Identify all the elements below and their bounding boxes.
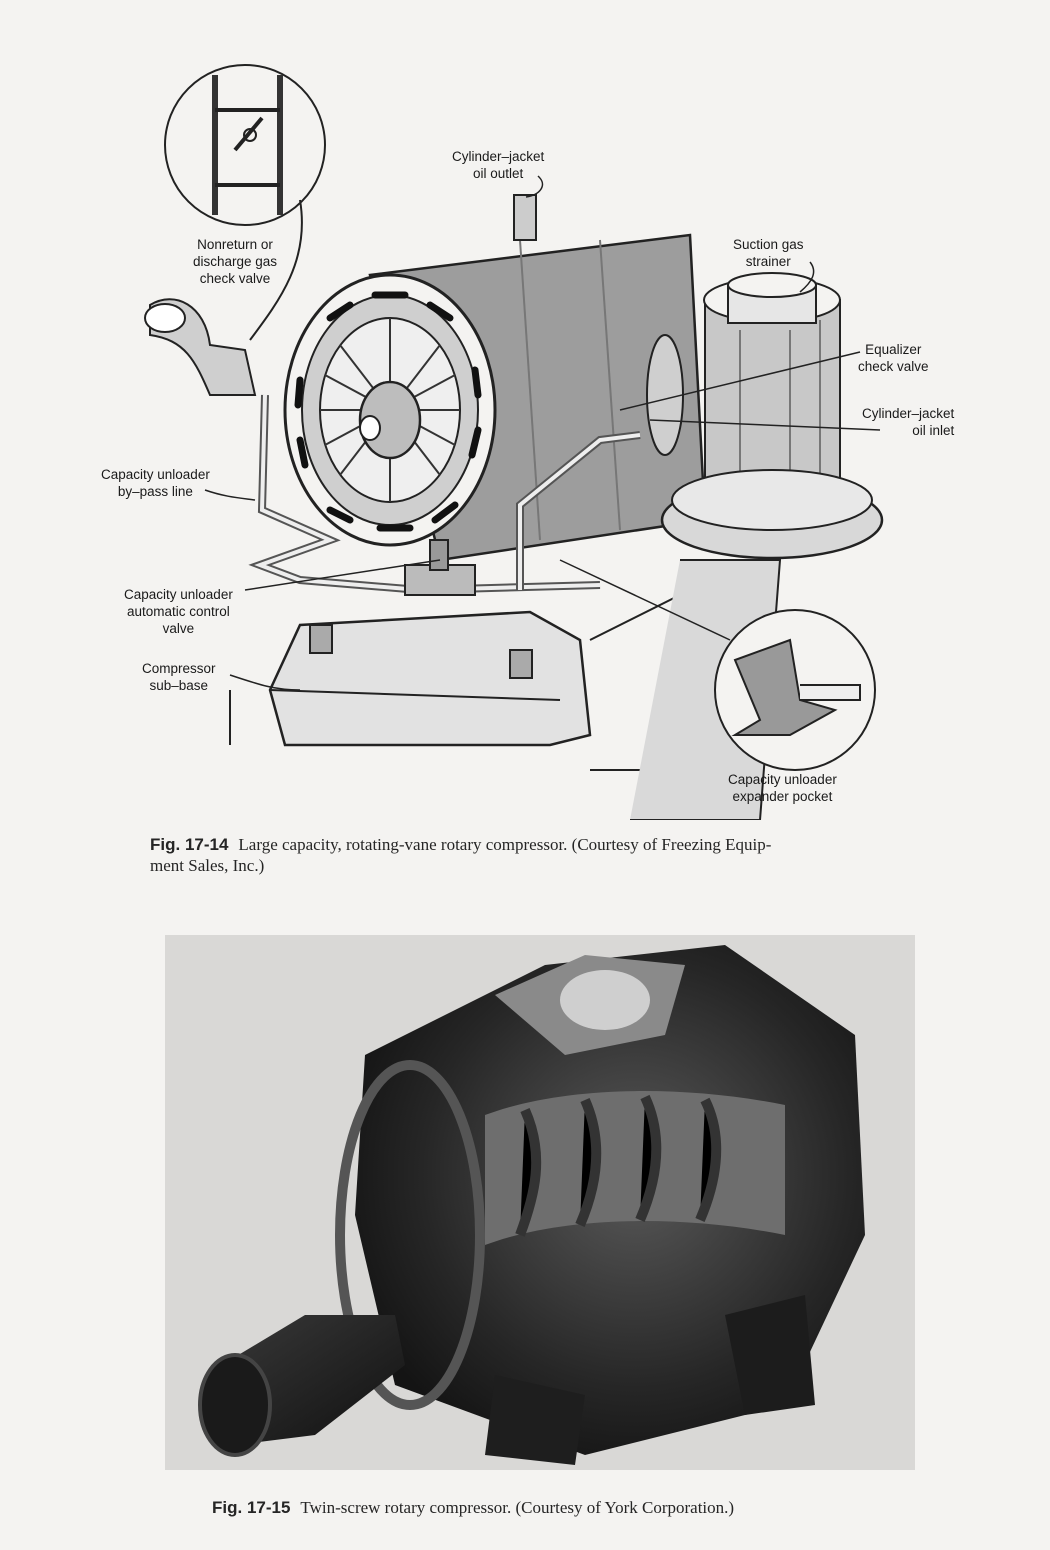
label-capacity-unloader-control-valve: Capacity unloader automatic control valv… <box>124 587 233 636</box>
twin-screw-compressor-photo <box>198 945 865 1465</box>
label-cylinder-jacket-oil-outlet: Cylinder–jacket oil outlet <box>452 149 545 181</box>
caption-fig-17-15: Fig. 17-15 Twin-screw rotary compressor. … <box>212 1497 932 1518</box>
label-compressor-sub-base: Compressor sub–base <box>142 661 216 693</box>
suction-strainer <box>704 299 841 491</box>
caption-number: Fig. 17-14 <box>150 835 229 854</box>
caption-text: Twin-screw rotary compressor. (Courtesy … <box>300 1498 735 1517</box>
label-equalizer-check-valve: Equalizer check valve <box>858 342 929 374</box>
caption-fig-17-14: Fig. 17-14 Large capacity, rotating-vane … <box>150 834 930 876</box>
caption-number: Fig. 17-15 <box>212 1498 291 1517</box>
sub-base <box>268 610 592 747</box>
figure-17-14: Cylinder–jacket oil outlet Nonreturn or … <box>101 64 955 820</box>
rotary-compressor-drawing <box>144 64 884 820</box>
label-cylinder-jacket-oil-inlet: Cylinder–jacket oil inlet <box>862 406 955 438</box>
label-capacity-unloader-expander-pocket: Capacity unloader expander pocket <box>728 772 837 804</box>
label-suction-gas-strainer: Suction gas strainer <box>733 237 804 269</box>
caption-text: Large capacity, rotating-vane rotary com… <box>238 835 772 854</box>
check-valve-inset <box>164 64 326 226</box>
label-capacity-unloader-bypass-line: Capacity unloader by–pass line <box>101 467 210 499</box>
label-check-valve: Nonreturn or discharge gas check valve <box>193 237 278 286</box>
caption-text-continued: ment Sales, Inc.) <box>150 856 265 875</box>
figure-17-15-photo <box>165 935 915 1470</box>
